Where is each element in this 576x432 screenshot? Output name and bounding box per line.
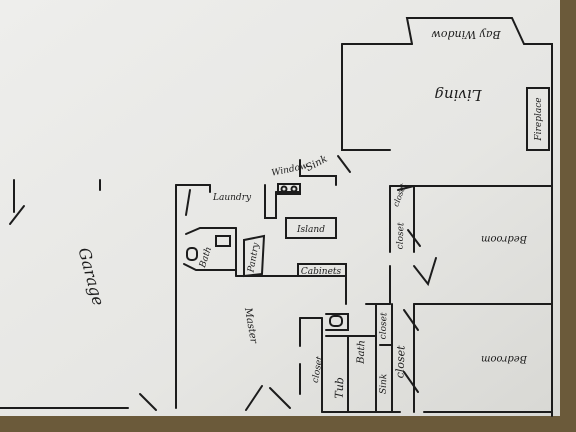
garage-door-leaf — [9, 205, 25, 225]
wall-right — [523, 43, 553, 417]
bedroom-upper-door — [413, 257, 437, 287]
master-closet-door-leaf — [269, 387, 291, 409]
laundry-partition — [264, 184, 277, 219]
lower-closet-label: closet — [393, 345, 407, 379]
small-bath-top-wall — [185, 227, 237, 235]
small-bath-bottom-wall — [183, 263, 237, 271]
bay-window-outline — [405, 17, 525, 45]
kitchen-upper-wall — [299, 159, 337, 186]
cabinets-label: Cabinets — [301, 267, 342, 277]
hall-closet-label: closet — [396, 222, 407, 250]
bay-window-label: Bay Window — [431, 28, 502, 41]
bath-toilet — [329, 315, 343, 327]
tub-label: Tub — [333, 377, 347, 399]
bath-toilet-area — [325, 313, 349, 331]
island-box — [285, 217, 337, 239]
master-door-leaf — [245, 385, 263, 411]
bath-sink-label: Sink — [379, 374, 390, 395]
closet-door-lower — [403, 371, 419, 393]
living-label: Living — [434, 86, 482, 104]
sink-basin-right — [290, 185, 298, 193]
bedroom-upper-label: Bedroom — [481, 233, 528, 244]
closet-door-upper — [407, 229, 421, 247]
wall-lines — [0, 17, 553, 417]
hall-closet-door — [397, 185, 415, 191]
bedroom-lower-label: Bedroom — [481, 353, 528, 364]
fireplace-box — [526, 87, 550, 151]
laundry-label: Laundry — [212, 193, 252, 203]
closet-door-mid — [403, 309, 419, 331]
toilet-symbol — [186, 247, 198, 261]
window-sink-box — [277, 183, 301, 195]
living-wall-left — [341, 43, 391, 151]
master-closet-label: closet — [311, 355, 326, 384]
paper-sheet — [0, 0, 560, 416]
sink-symbol — [215, 235, 231, 247]
island-label: Island — [296, 225, 325, 235]
living-door-leaf — [337, 155, 351, 173]
laundry-door-leaf — [185, 189, 191, 216]
sink-basin-left — [280, 185, 288, 193]
bath-main-label: Bath — [356, 340, 368, 365]
pantry-box — [243, 234, 266, 278]
fireplace-label: Fireplace — [534, 97, 544, 141]
mid-closet-label: closet — [379, 312, 390, 340]
garage-door-swing — [139, 393, 157, 411]
